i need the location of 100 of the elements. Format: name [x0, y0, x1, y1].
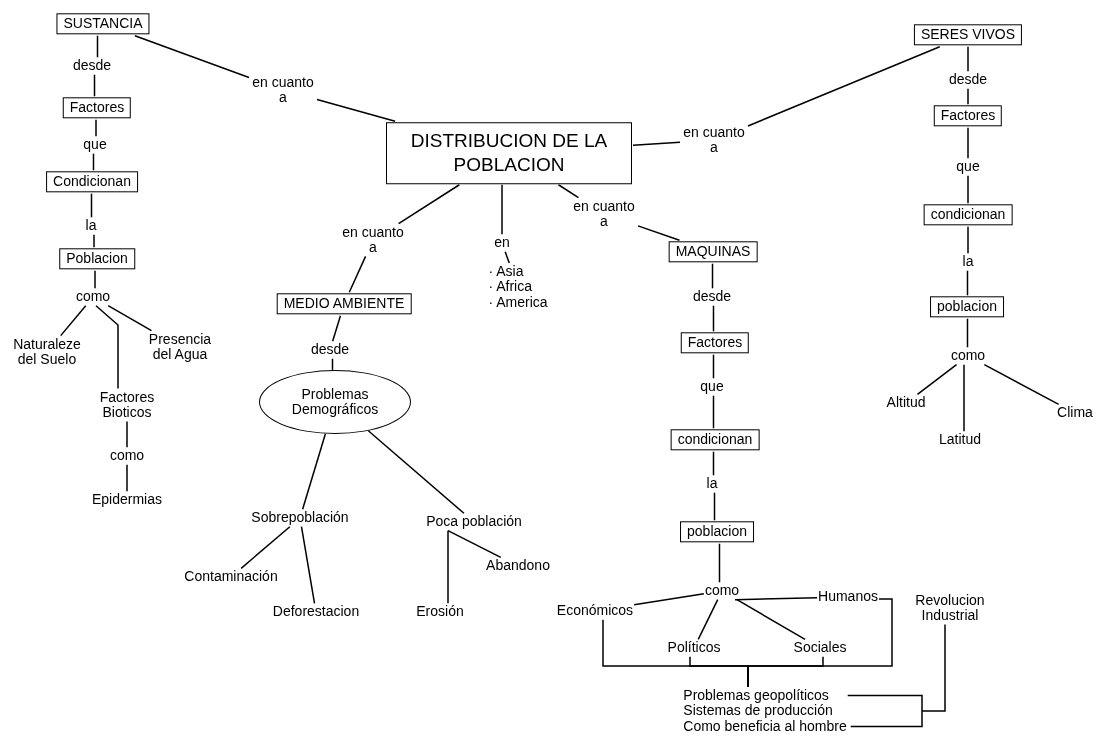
linking-word: la — [85, 218, 97, 234]
connector-line — [697, 598, 719, 641]
concept-text: Políticos — [667, 640, 721, 656]
linking-word: desde — [72, 58, 112, 74]
connector-line — [348, 255, 367, 294]
concept-box: poblacion — [680, 521, 754, 543]
linking-word: como — [704, 583, 740, 599]
concept-text: Revolucion Industrial — [902, 592, 998, 624]
connector-line — [331, 357, 334, 371]
connector-line — [447, 529, 502, 559]
linking-word: en — [494, 235, 510, 251]
concept-text: Epidermias — [92, 492, 162, 508]
linking-word: como — [75, 289, 111, 305]
concept-text: Contaminación — [184, 569, 278, 585]
linking-word: en cuanto a — [340, 224, 406, 256]
connector-line — [967, 225, 969, 255]
connector-line — [734, 597, 818, 601]
connector-line — [301, 433, 327, 511]
concept-text: Erosión — [416, 604, 464, 620]
connector-line — [736, 598, 806, 641]
concept-box: MAQUINAS — [668, 241, 758, 263]
connector-line — [93, 233, 95, 249]
concept-box: MEDIO AMBIENTE — [276, 293, 412, 315]
connector-line — [916, 363, 958, 396]
concept-text: Clima — [1057, 405, 1093, 421]
connector-line — [713, 491, 716, 522]
concept-box: DISTRIBUCION DE LA POBLACION — [386, 122, 632, 184]
connector-line — [712, 304, 715, 333]
concept-text: Económicos — [556, 603, 634, 619]
connector-line — [96, 34, 99, 59]
connector-line — [126, 420, 128, 449]
linking-word: en cuanto a — [681, 124, 747, 156]
connector-line — [712, 450, 715, 477]
connector-line — [711, 262, 714, 290]
concept-text: · Africa — [488, 279, 533, 295]
linking-word: que — [956, 159, 980, 175]
concept-text: Humanos — [818, 589, 878, 605]
connector-line — [633, 593, 705, 606]
concept-box: condicionan — [670, 429, 760, 451]
connector-line — [718, 542, 721, 584]
concept-box: SERES VIVOS — [913, 24, 1023, 46]
concept-text: Naturaleze del Suelo — [8, 336, 86, 368]
connector-line — [966, 269, 969, 297]
concept-text: Problemas geopolíticos — [683, 687, 830, 704]
concept-text: Deforestacion — [272, 604, 360, 620]
connector-line — [967, 45, 969, 73]
connector-line — [300, 525, 316, 605]
concept-ellipse: Problemas Demográficos — [259, 370, 411, 434]
connector-line — [747, 598, 893, 688]
connector-line — [93, 73, 96, 98]
concept-text: Presencia del Agua — [140, 331, 220, 363]
concept-text: Sobrepoblación — [251, 510, 349, 526]
linking-word: desde — [948, 72, 988, 88]
linking-word: desde — [692, 289, 732, 305]
concept-box: Condicionan — [46, 171, 138, 193]
connector-line — [95, 304, 119, 390]
linking-word: que — [700, 379, 724, 395]
connector-line — [107, 304, 153, 332]
connector-line — [316, 98, 396, 122]
concept-text: Como beneficia al hombre — [683, 718, 847, 735]
connector-line — [712, 353, 715, 380]
connector-line — [331, 314, 342, 343]
concept-text: Abandono — [486, 558, 550, 574]
connector-line — [967, 126, 969, 160]
connector-line — [501, 184, 503, 236]
concept-text: Sistemas de producción — [683, 703, 834, 719]
connector-line — [846, 623, 946, 728]
connector-line — [967, 174, 969, 205]
concept-text: Altitud — [886, 395, 926, 411]
connector-line — [94, 269, 96, 290]
connector-line — [967, 87, 969, 106]
linking-word: la — [962, 254, 974, 270]
linking-word: como — [950, 348, 986, 364]
concept-box: Poblacion — [59, 248, 135, 270]
connector-line — [447, 529, 449, 605]
connector-line — [504, 250, 510, 264]
connector-line — [747, 45, 941, 127]
connector-line — [397, 184, 461, 225]
linking-word: la — [706, 476, 718, 492]
linking-word: como — [109, 448, 145, 464]
connector-line — [367, 430, 465, 515]
connector-line — [59, 304, 87, 337]
connector-line — [134, 34, 250, 79]
connector-line — [983, 363, 1060, 406]
concept-box: Factores — [62, 97, 132, 119]
connector-line — [963, 363, 965, 433]
connector-line — [637, 225, 681, 242]
concept-text: · Asia — [488, 263, 525, 280]
concept-text: Factores Bioticos — [87, 389, 167, 421]
connector-line — [126, 463, 128, 493]
connector-line — [966, 317, 969, 349]
concept-text: Latitud — [939, 432, 981, 448]
concept-text: Sociales — [793, 640, 847, 656]
linking-word: en cuanto a — [250, 74, 316, 106]
linking-word: desde — [310, 342, 350, 358]
concept-box: Factores — [933, 105, 1003, 127]
concept-box: Factores — [680, 332, 750, 354]
linking-word: en cuanto a — [571, 198, 637, 230]
concept-text: · America — [488, 294, 548, 311]
linking-word: que — [83, 137, 107, 153]
